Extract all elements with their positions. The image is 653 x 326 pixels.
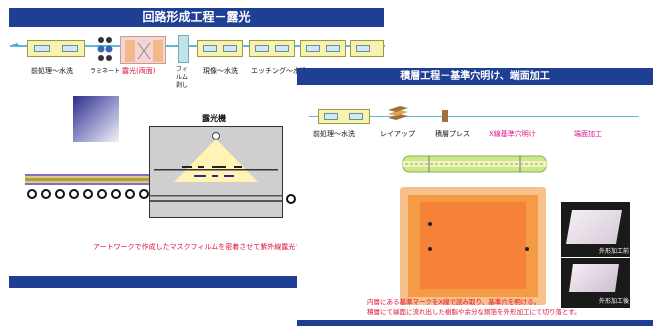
slide2-note-line2: 積層にて端面に流れ出した樹脂や余分な銅箔を外形加工にて切り落とす。 [367, 308, 581, 316]
final-tank-icon [350, 40, 384, 57]
panel-inner [408, 195, 538, 297]
flow-label-laminate: ラミネート [90, 68, 121, 75]
press-icon [442, 110, 448, 122]
develop-tank-icon [197, 40, 243, 57]
layup-icon [386, 104, 410, 128]
slide1-note: アートワークで作成したマスクフィルムを密着させて紫外線露光す [93, 243, 298, 251]
slide-lamination: 積層工程－基準穴明け、端面加工 前処理～水洗 レイアップ 積層プレス X線基準穴… [297, 68, 653, 326]
pretreatment-tank-icon [27, 40, 85, 57]
laminator-icon [96, 36, 114, 62]
photo-label-before: 外形加工前 [599, 248, 630, 255]
exposure-machine [149, 126, 283, 218]
flow-label-develop: 現像～水洗 [203, 67, 238, 75]
laminated-panel [400, 187, 546, 305]
machine-label: 露光機 [202, 114, 226, 123]
flow-label-etch: エッチング～水洗 [251, 67, 307, 75]
board-sample-image [73, 96, 119, 142]
photo-before-trim: 外形加工前 [561, 202, 630, 257]
photo-after-trim: 外形加工後 [561, 258, 630, 308]
flow2-label-xray-drill: X線基準穴明け [489, 130, 536, 138]
flow2-label-pretreatment: 前処理～水洗 [313, 130, 355, 138]
film-peel-icon [178, 35, 189, 63]
exit-roller-icon [286, 189, 296, 208]
slide1-footer-bar [9, 276, 298, 288]
slide2-flow-line [309, 116, 639, 117]
flow-label-pretreatment: 前処理～水洗 [31, 67, 73, 75]
flow2-label-edge-trim: 端面加工 [574, 130, 602, 138]
reference-hole [428, 222, 432, 226]
reference-hole [428, 247, 432, 251]
flow-label-film-peel: フィルム剥し [176, 66, 189, 89]
pretreatment-tank-icon-2 [318, 109, 370, 124]
conveyor-rollers [25, 186, 155, 200]
flow-arrow-icon: → [12, 40, 19, 49]
etch-tank-icon [249, 40, 295, 57]
press-band [401, 152, 548, 176]
slide2-footer-bar [297, 320, 653, 326]
exposure-unit-icon [120, 36, 166, 64]
slide2-title: 積層工程－基準穴明け、端面加工 [297, 68, 653, 85]
photo-label-after: 外形加工後 [599, 298, 630, 305]
rinse-tank-icon [300, 40, 346, 57]
flow2-label-layup: レイアップ [380, 130, 415, 138]
flow2-label-press: 積層プレス [435, 130, 470, 138]
conveyor-layers [25, 174, 152, 188]
slide2-note-line1: 内層にある基準マークをX線で読み取り、基準穴を明ける。 [367, 298, 541, 306]
reference-hole [525, 247, 529, 251]
slide1-title: 回路形成工程－露光 [9, 8, 384, 27]
flow-label-exposure: 露光(両面) [122, 67, 156, 75]
